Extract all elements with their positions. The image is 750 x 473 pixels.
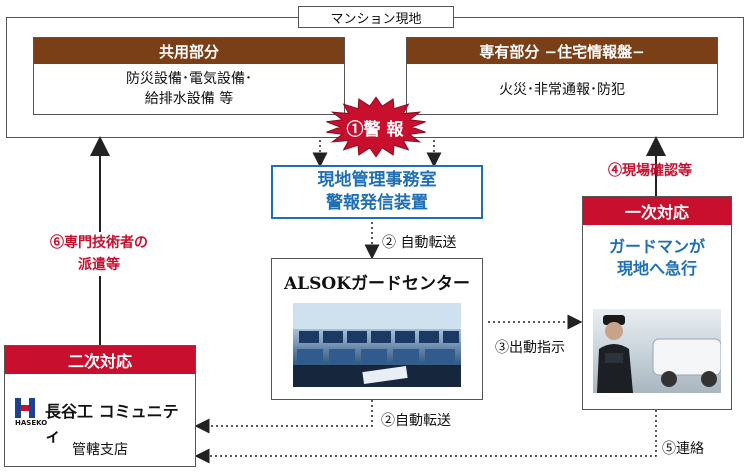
alarm-burst-icon: [326, 96, 426, 158]
secondary-response-header: 二次対応: [5, 346, 195, 374]
step-6-line1: ⑥専門技術者の: [50, 235, 148, 251]
step-5-label: ⑤連絡: [662, 441, 704, 457]
primary-response-box: 一次対応 ガードマンが 現地へ急行: [582, 196, 732, 410]
office-line2: 警報発信装置: [326, 193, 428, 213]
private-area-header: 専有部分 −住宅情報盤−: [407, 38, 717, 64]
site-title: マンション現地: [298, 6, 454, 28]
haseko-logo: 長谷工 コミュニティ HASEKO: [15, 396, 191, 445]
primary-response-header: 一次対応: [583, 197, 731, 225]
guard-photo: [593, 309, 721, 393]
control-room-image: [293, 303, 461, 387]
step-2b-label: ②自動転送: [381, 413, 451, 429]
common-area-header: 共用部分: [34, 38, 344, 64]
office-box: 現地管理事務室 警報発信装置: [271, 165, 483, 219]
arrow-contact: [194, 410, 657, 464]
common-area-body: 防災設備･電気設備･ 給排水設備 等: [34, 64, 344, 114]
common-area-line1: 防災設備･電気設備･: [126, 71, 252, 87]
step-2-label: ② 自動転送: [382, 235, 457, 251]
secondary-branch: 管轄支店: [72, 442, 128, 458]
primary-response-body: ガードマンが 現地へ急行: [583, 225, 731, 291]
alarm-label: ①警 報: [346, 119, 404, 140]
step-6-label: ⑥専門技術者の 派遣等: [24, 232, 174, 276]
step-3-label: ③出動指示: [495, 340, 565, 356]
private-area-box: 専有部分 −住宅情報盤− 火災･非常通報･防犯: [406, 37, 718, 115]
guard-center-box: ALSOKガードセンター: [271, 258, 483, 400]
guardman-image: [597, 315, 721, 393]
step-6-line2: 派遣等: [78, 257, 120, 273]
arrow-auto-transfer-2: [194, 400, 373, 434]
common-area-line2: 給排水設備 等: [144, 91, 234, 107]
primary-line2: 現地へ急行: [616, 259, 697, 278]
haseko-company-name: 長谷工 コミュニティ: [45, 402, 179, 445]
guard-center-title: ALSOKガードセンター: [283, 273, 470, 294]
haseko-brand-small: HASEKO: [15, 419, 48, 427]
common-area-box: 共用部分 防災設備･電気設備･ 給排水設備 等: [33, 37, 345, 115]
guard-center-photo: [293, 303, 461, 387]
private-area-body: 火災･非常通報･防犯: [499, 82, 625, 98]
primary-line1: ガードマンが: [608, 237, 705, 256]
secondary-response-box: 二次対応 長谷工 コミュニティ HASEKO 管轄支店: [4, 345, 196, 467]
office-line1: 現地管理事務室: [317, 170, 437, 190]
step-4-label: ④現場確認等: [608, 163, 692, 179]
haseko-mark-icon: [15, 398, 35, 418]
